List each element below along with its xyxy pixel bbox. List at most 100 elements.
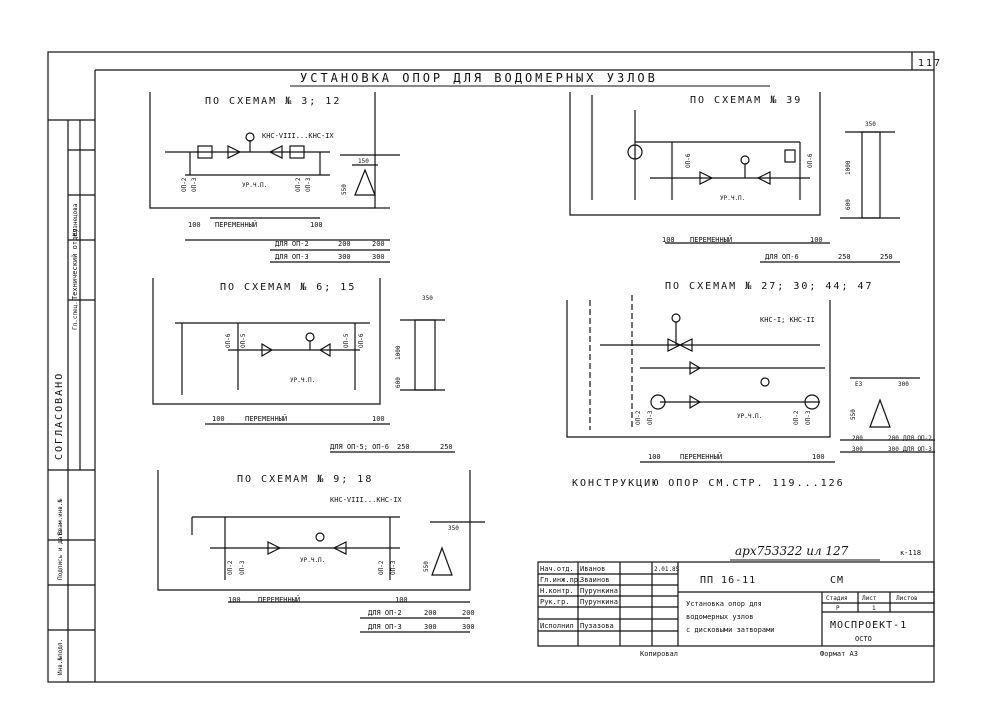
side-lower-3: Инв.№подл. [57,639,64,675]
s4-op-a: ОП-2 [635,410,642,425]
s5-kns: КНС-VIII...КНС-IX [330,496,402,504]
s4-for1: ДЛЯ ОП-2 [903,435,932,442]
agreed-label: СОГЛАСОВАНО [54,372,65,460]
s5-for1-b: 200 [462,609,475,617]
s4-for1-b: 200 [888,435,899,442]
s3-1000: 1000 [395,345,402,360]
s2-600: 600 [845,199,852,210]
s3-dim-100b: 100 [372,415,385,423]
s5-for2-b: 300 [462,623,475,631]
side-role-2: Кузнецова [72,203,79,236]
s4-dim-100b: 100 [812,453,825,461]
s2-for1: ДЛЯ ОП-6 [765,253,799,261]
tb-sheets-label: Листов [896,595,918,602]
s3-for1-a: 250 [397,443,410,451]
s3-for1-b: 250 [440,443,453,451]
archive-page: к-118 [900,549,921,557]
tb-stage-label: Стадия [826,595,848,602]
s5-350: 350 [448,525,459,532]
s1-dim-100b: 100 [310,221,323,229]
s4-for1-a: 200 [852,435,863,442]
scheme-4-heading: ПО СХЕМАМ № 27; 30; 44; 47 [665,281,874,292]
tb-org2: ОСТО [855,635,872,643]
scheme-5-heading: ПО СХЕМАМ № 9; 18 [237,474,373,485]
scheme-2-heading: ПО СХЕМАМ № 39 [690,95,802,106]
tb-role-5: Исполнил [540,622,574,630]
s1-for1-a: 200 [338,240,351,248]
tb-name-2: Зваинов [580,576,610,584]
s4-for2-b: 300 [888,446,899,453]
s1-150: 150 [358,158,369,165]
s1-for2-b: 300 [372,253,385,261]
tb-role-1: Нач.отд. [540,565,574,573]
s1-for2-a: 300 [338,253,351,261]
s2-op-right: ОП-6 [807,153,814,168]
construction-note: КОНСТРУКЦИЮ ОПОР СМ.СТР. 119...126 [572,478,845,489]
department-label: Технический отдел [71,228,79,300]
tb-name-4: Пурункина [580,598,618,606]
s4-floor: УР.Ч.П. [737,413,762,420]
archive-stamp: арх753322 ил 127 [735,544,849,558]
s2-for1-a: 250 [838,253,851,261]
s3-op-b: ОП-5 [240,333,247,348]
side-lower-1: Взам.инв.№ [57,498,64,535]
s3-var: ПЕРЕМЕННЫЙ [245,414,287,423]
s1-op-left: ОП-2 [181,177,188,192]
side-role-1: Гл.спец. [72,301,79,330]
tb-role-2: Гл.инж.пр. [540,576,582,584]
s4-for2: ДЛЯ ОП-3 [903,446,932,453]
s1-for1: ДЛЯ ОП-2 [275,240,309,248]
s3-dim-100a: 100 [212,415,225,423]
s4-dim-100a: 100 [648,453,661,461]
s2-1000: 1000 [845,160,852,175]
tb-stage-value: Р [836,605,840,612]
s1-dim-100a: 100 [188,221,201,229]
drawing-title: УСТАНОВКА ОПОР ДЛЯ ВОДОМЕРНЫХ УЗЛОВ [300,71,658,85]
scheme-2: ПО СХЕМАМ № 39 ОП-6 ОП-6 УР.Ч.П. 350 100… [569,92,900,263]
sheet-number: 117 [918,58,942,69]
s5-for2: ДЛЯ ОП-3 [368,623,402,631]
s5-op-b: ОП-3 [239,560,246,575]
s2-var: ПЕРЕМЕННЫЙ [690,235,732,244]
s2-dim-100a: 100 [662,236,675,244]
s5-op-c: ОП-2 [378,560,385,575]
scheme-4: ПО СХЕМАМ № 27; 30; 44; 47 КНС-I; КНС-II… [566,281,935,463]
s5-for1-a: 200 [424,609,437,617]
tb-name-5: Пузазова [580,622,614,630]
s2-op-left: ОП-6 [685,153,692,168]
s2-dim-100b: 100 [810,236,823,244]
tb-date-1: 2.01.85 [654,566,680,573]
s2-350: 350 [865,121,876,128]
s2-floor: УР.Ч.П. [720,195,745,202]
tb-sheet-value: 1 [872,605,876,612]
s1-var: ПЕРЕМЕННЫЙ [215,220,257,229]
s5-op-a: ОП-2 [227,560,234,575]
side-lower-2: Подпись и дата [57,529,64,580]
s3-for1: ДЛЯ ОП-5; ОП-6 [330,443,389,451]
sheet-border [47,51,935,683]
s3-floor: УР.Ч.П. [290,377,315,384]
s4-300: 300 [898,381,909,388]
tb-org: МОСПРОЕКТ-1 [830,620,907,631]
s1-for1-b: 200 [372,240,385,248]
s3-op-a: ОП-6 [225,333,232,348]
s4-op-b: ОП-3 [647,410,654,425]
s3-600: 600 [395,377,402,388]
s3-op-c: ОП-5 [343,333,350,348]
scheme-1: ПО СХЕМАМ № 3; 12 КНС-VIII...КНС-IX ОП-2… [149,92,400,263]
tb-copied: Копировал [640,650,678,658]
s4-550: 550 [850,409,857,420]
scheme-1-heading: ПО СХЕМАМ № 3; 12 [205,96,341,107]
tb-role-4: Рук.гр. [540,598,570,606]
s3-350: 350 [422,295,433,302]
tb-desc-1: Установка опор для [686,600,762,608]
tb-sheet-label: Лист [862,595,877,602]
scheme-5: ПО СХЕМАМ № 9; 18 КНС-VIII...КНС-IX ОП-2… [157,470,485,633]
s5-for1: ДЛЯ ОП-2 [368,609,402,617]
s3-op-d: ОП-6 [358,333,365,348]
tb-desc-3: с дисковыми затворами [686,626,775,634]
s1-floor: УР.Ч.П. [242,182,267,189]
tb-name-1: Иванов [580,565,605,573]
s5-var: ПЕРЕМЕННЫЙ [258,595,300,604]
